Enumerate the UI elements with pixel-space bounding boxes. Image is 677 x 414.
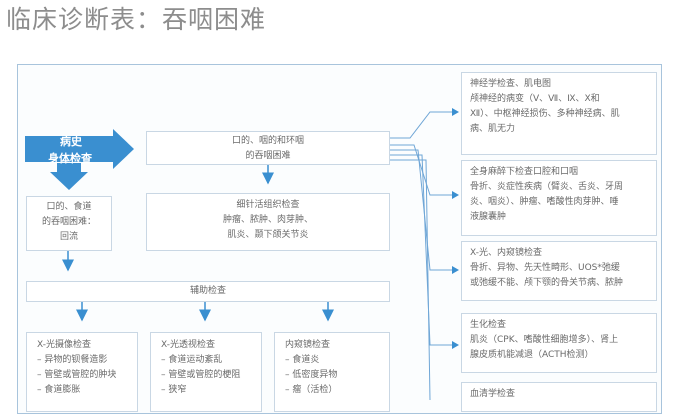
xray-imaging-title: X-光摄像检查 <box>37 340 91 350</box>
biochem-line: 肌炎（CPK、嗜酸性细胞增多）、肾上 <box>470 335 619 345</box>
endoscopy-item: 瘤（活检） <box>292 385 338 395</box>
oral-exam-line: 骨折、炎症性疾病（臂炎、舌炎、牙周 <box>470 182 624 192</box>
endoscopy-box: 内窥镜检查 – 食道炎 – 低密度异物 – 瘤（活检） <box>274 332 390 412</box>
fine-line-1: 细针活组织检查 <box>236 200 300 210</box>
neuro-exam-title: 神经学检查、肌电图 <box>470 79 552 89</box>
oropharyngeal-line-2: 的吞咽困难 <box>245 151 291 161</box>
exam-label: 身体检查 <box>48 152 92 165</box>
fluoroscopy-item: 食道运动紊乱 <box>168 355 223 365</box>
serology-box: 血清学检查 <box>461 382 657 412</box>
fluoroscopy-title: X-光透视检查 <box>161 340 215 350</box>
mouth-esophagus-box: 口的、食道 的吞咽困难： 回流 <box>26 196 112 251</box>
xray-endoscopy-title: X-光、内窥镜检查 <box>470 248 542 258</box>
xray-imaging-box: X-光摄像检查 – 异物的钡餐造影 – 管壁或管腔的肿块 – 食道膨胀 <box>26 332 138 412</box>
mouth-line-2: 的吞咽困难： <box>41 217 96 227</box>
oropharyngeal-box: 口的、咽的和环咽 的吞咽困难 <box>146 131 390 165</box>
xray-endoscopy-box: X-光、内窥镜检查 骨折、异物、先天性畸形、UOS*弛缓 或弛缓不能、颅下颚的骨… <box>461 241 657 301</box>
mouth-line-3: 回流 <box>59 232 78 242</box>
xray-endoscopy-line: 骨折、异物、先天性畸形、UOS*弛缓 <box>470 263 620 273</box>
connector-lines <box>25 108 459 400</box>
oral-exam-box: 全身麻醉下检查口腔和口咽 骨折、炎症性疾病（臂炎、舌炎、牙周 炎、咽炎）、肿瘤、… <box>461 160 657 236</box>
history-arrow <box>25 129 134 169</box>
aux-exam-label: 辅助检查 <box>189 286 226 296</box>
fine-line-2: 肿瘤、脓肿、肉芽肿、 <box>222 215 313 225</box>
fine-line-3: 肌炎、颞下颌关节炎 <box>227 230 309 240</box>
xray-imaging-item: 管壁或管腔的肿块 <box>44 370 117 380</box>
exam-down-arrow <box>50 163 88 190</box>
neuro-exam-line: 颅神经的病变（Ⅴ、Ⅶ、Ⅸ、Ⅹ和 <box>470 94 600 104</box>
mouth-line-1: 口的、食道 <box>46 202 92 212</box>
biochem-title: 生化检查 <box>470 320 507 330</box>
history-label: 病史 <box>60 135 82 148</box>
endoscopy-item: 低密度异物 <box>292 370 338 380</box>
page-title: 临床诊断表：吞咽困难 <box>6 5 267 34</box>
oropharyngeal-line-1: 口的、咽的和环咽 <box>231 136 304 146</box>
neuro-exam-line: 病、肌无力 <box>470 124 516 134</box>
xray-imaging-item: 食道膨胀 <box>44 385 81 395</box>
biochem-box: 生化检查 肌炎（CPK、嗜酸性细胞增多）、肾上 腺皮质机能减退（ACTH检测） <box>461 313 657 373</box>
serology-title: 血清学检查 <box>470 389 516 399</box>
fine-needle-box: 细针活组织检查 肿瘤、脓肿、肉芽肿、 肌炎、颞下颌关节炎 <box>146 193 390 251</box>
aux-exam-box: 辅助检查 <box>26 281 390 302</box>
xray-endoscopy-line: 或弛缓不能、颅下颚的骨关节病、脓肿 <box>470 278 624 288</box>
fluoroscopy-box: X-光透视检查 – 食道运动紊乱 – 管壁或管腔的梗阻 – 狭窄 <box>150 332 262 412</box>
endoscopy-item: 食道炎 <box>292 355 320 365</box>
xray-imaging-item: 异物的钡餐造影 <box>44 355 108 365</box>
fluoroscopy-item: 狭窄 <box>168 385 187 395</box>
oral-exam-line: 炎、咽炎）、肿瘤、嗜酸性肉芽肿、唾 <box>470 197 619 207</box>
fluoroscopy-item: 管壁或管腔的梗阻 <box>168 370 241 380</box>
endoscopy-title: 内窥镜检查 <box>285 340 331 350</box>
oral-exam-line: 液腺囊肿 <box>470 212 507 222</box>
neuro-exam-line: Ⅻ）、中枢神经损伤、多种神经病、肌 <box>470 109 620 119</box>
neuro-exam-box: 神经学检查、肌电图 颅神经的病变（Ⅴ、Ⅶ、Ⅸ、Ⅹ和 Ⅻ）、中枢神经损伤、多种神经… <box>461 72 657 155</box>
oral-exam-title: 全身麻醉下检查口腔和口咽 <box>470 167 579 177</box>
biochem-line: 腺皮质机能减退（ACTH检测） <box>470 350 594 360</box>
